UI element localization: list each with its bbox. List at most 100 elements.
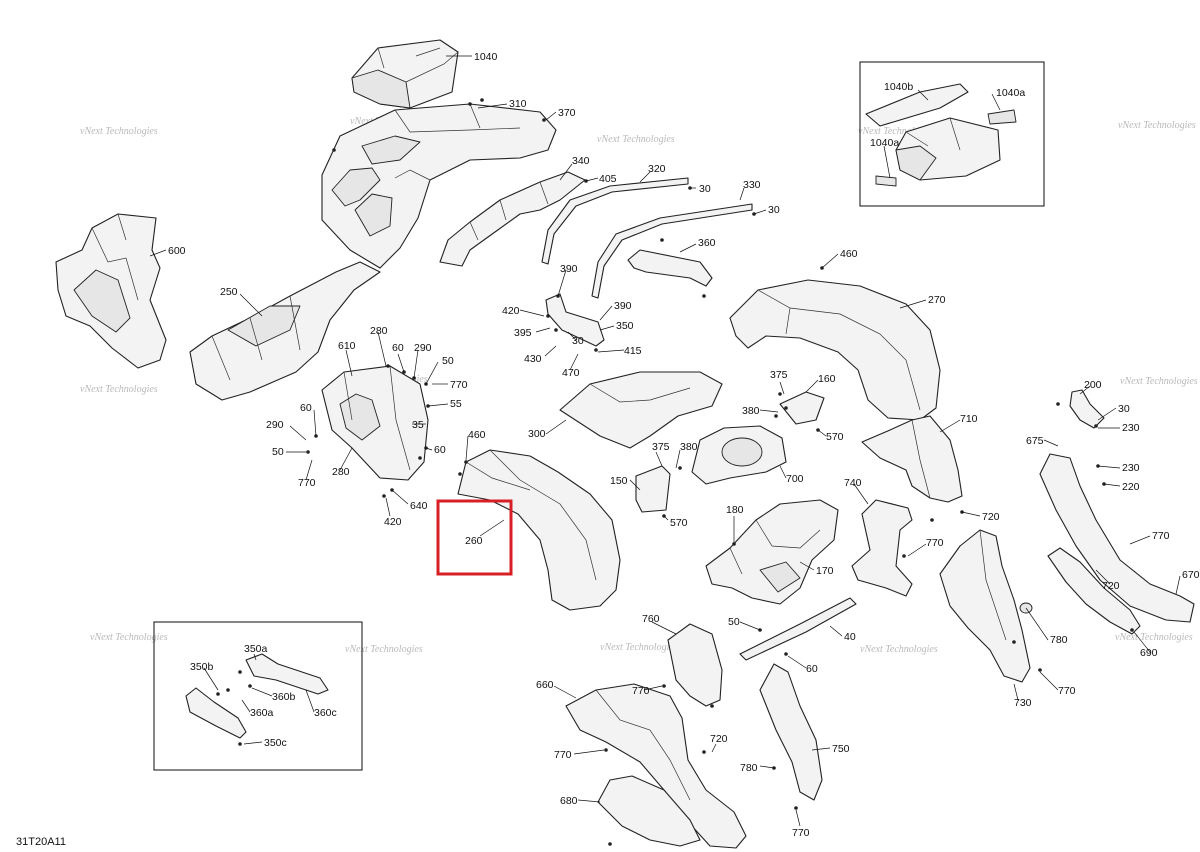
- callout-300[interactable]: 300: [528, 428, 546, 440]
- callout-150[interactable]: 150: [610, 475, 628, 487]
- callout-350c[interactable]: 350c: [264, 737, 287, 749]
- callout-30[interactable]: 30: [1118, 403, 1130, 415]
- callout-330[interactable]: 330: [743, 179, 761, 191]
- callout-770[interactable]: 770: [926, 537, 944, 549]
- callout-230[interactable]: 230: [1122, 462, 1140, 474]
- callout-780[interactable]: 780: [1050, 634, 1068, 646]
- callout-230[interactable]: 230: [1122, 422, 1140, 434]
- callout-370[interactable]: 370: [558, 107, 576, 119]
- callout-35[interactable]: 35: [412, 419, 424, 431]
- callout-670[interactable]: 670: [1182, 569, 1200, 581]
- callout-470[interactable]: 470: [562, 367, 580, 379]
- callout-570[interactable]: 570: [670, 517, 688, 529]
- callout-415[interactable]: 415: [624, 345, 642, 357]
- callout-770[interactable]: 770: [632, 685, 650, 697]
- callout-675[interactable]: 675: [1026, 435, 1044, 447]
- callout-180[interactable]: 180: [726, 504, 744, 516]
- callout-770[interactable]: 770: [1152, 530, 1170, 542]
- part-760-panel: [667, 623, 723, 707]
- callout-430[interactable]: 430: [524, 353, 542, 365]
- callout-420[interactable]: 420: [502, 305, 520, 317]
- callout-460[interactable]: 460: [468, 429, 486, 441]
- callout-60[interactable]: 60: [806, 663, 818, 675]
- callout-640[interactable]: 640: [410, 500, 428, 512]
- callout-600[interactable]: 600: [168, 245, 186, 257]
- callout-405[interactable]: 405: [599, 173, 617, 185]
- callout-380[interactable]: 380: [680, 441, 698, 453]
- callout-390[interactable]: 390: [560, 263, 578, 275]
- callout-750[interactable]: 750: [832, 743, 850, 755]
- callout-170[interactable]: 170: [816, 565, 834, 577]
- callout-60[interactable]: 60: [300, 402, 312, 414]
- highlight-box-260[interactable]: [436, 499, 513, 576]
- callout-50[interactable]: 50: [728, 616, 740, 628]
- callout-770[interactable]: 770: [554, 749, 572, 761]
- callout-220[interactable]: 220: [1122, 481, 1140, 493]
- callout-350[interactable]: 350: [616, 320, 634, 332]
- callout-160[interactable]: 160: [818, 373, 836, 385]
- callout-660[interactable]: 660: [536, 679, 554, 691]
- callout-770[interactable]: 770: [1058, 685, 1076, 697]
- watermark: vNext Technologies: [597, 134, 675, 145]
- callout-360c[interactable]: 360c: [314, 707, 337, 719]
- callout-280[interactable]: 280: [332, 466, 350, 478]
- callout-460[interactable]: 460: [840, 248, 858, 260]
- callout-690[interactable]: 690: [1140, 647, 1158, 659]
- callout-290[interactable]: 290: [414, 342, 432, 354]
- callout-720[interactable]: 720: [710, 733, 728, 745]
- callout-55[interactable]: 55: [450, 398, 462, 410]
- callout-375[interactable]: 375: [652, 441, 670, 453]
- callout-700[interactable]: 700: [786, 473, 804, 485]
- callout-1040[interactable]: 1040: [474, 51, 498, 63]
- callout-290[interactable]: 290: [266, 419, 284, 431]
- callout-395[interactable]: 395: [514, 327, 532, 339]
- callout-740[interactable]: 740: [844, 477, 862, 489]
- callout-30[interactable]: 30: [699, 183, 711, 195]
- callout-200[interactable]: 200: [1084, 379, 1102, 391]
- callout-30[interactable]: 30: [572, 335, 584, 347]
- leader-lines: [149, 55, 1181, 827]
- callout-420[interactable]: 420: [384, 516, 402, 528]
- callout-350a[interactable]: 350a: [244, 643, 268, 655]
- callout-270[interactable]: 270: [928, 294, 946, 306]
- callout-360[interactable]: 360: [698, 237, 716, 249]
- callout-720[interactable]: 720: [1102, 580, 1120, 592]
- part-160-bracket: [779, 391, 825, 425]
- callout-380[interactable]: 380: [742, 405, 760, 417]
- inset-1040-detail: [859, 61, 1045, 207]
- callout-770[interactable]: 770: [298, 477, 316, 489]
- callout-375[interactable]: 375: [770, 369, 788, 381]
- callout-60[interactable]: 60: [392, 342, 404, 354]
- callout-360a[interactable]: 360a: [250, 707, 274, 719]
- callout-30[interactable]: 30: [768, 204, 780, 216]
- callout-310[interactable]: 310: [509, 98, 527, 110]
- callout-350b[interactable]: 350b: [190, 661, 214, 673]
- callout-60[interactable]: 60: [434, 444, 446, 456]
- part-720-side-rail: [1039, 453, 1195, 623]
- callout-680[interactable]: 680: [560, 795, 578, 807]
- callout-50[interactable]: 50: [272, 446, 284, 458]
- callout-1040b[interactable]: 1040b: [884, 81, 913, 93]
- callout-340[interactable]: 340: [572, 155, 590, 167]
- callout-570[interactable]: 570: [826, 431, 844, 443]
- callout-260[interactable]: 260: [465, 535, 483, 547]
- callout-360b[interactable]: 360b: [272, 691, 296, 703]
- part-740-bracket: [851, 499, 913, 597]
- callout-250[interactable]: 250: [220, 286, 238, 298]
- callout-760[interactable]: 760: [642, 613, 660, 625]
- callout-280[interactable]: 280: [370, 325, 388, 337]
- callout-770[interactable]: 770: [792, 827, 810, 839]
- callout-780[interactable]: 780: [740, 762, 758, 774]
- callout-710[interactable]: 710: [960, 413, 978, 425]
- callout-320[interactable]: 320: [648, 163, 666, 175]
- callout-390[interactable]: 390: [614, 300, 632, 312]
- callout-40[interactable]: 40: [844, 631, 856, 643]
- callout-770[interactable]: 770: [450, 379, 468, 391]
- callout-1040a[interactable]: 1040a: [870, 137, 899, 149]
- callout-610[interactable]: 610: [338, 340, 356, 352]
- callout-50[interactable]: 50: [442, 355, 454, 367]
- callout-730[interactable]: 730: [1014, 697, 1032, 709]
- diagram-code: 31T20A11: [16, 836, 66, 848]
- callout-1040a[interactable]: 1040a: [996, 87, 1025, 99]
- callout-720[interactable]: 720: [982, 511, 1000, 523]
